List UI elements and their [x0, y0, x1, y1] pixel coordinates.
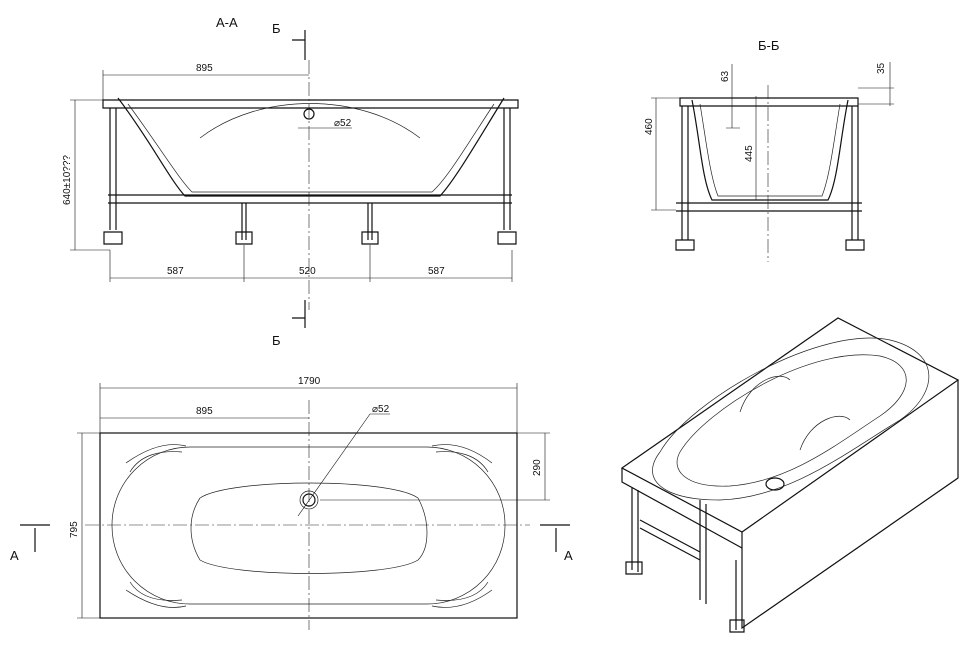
- section-arrow-a-right: [540, 524, 570, 552]
- tub-rim: [102, 99, 519, 109]
- iso-bowl-outer: [652, 337, 930, 501]
- armrest-arc: [199, 103, 421, 139]
- plan-view: ⌀52 1790 895 290 795 А А: [10, 376, 573, 630]
- dim-rim-drop: 63: [720, 70, 731, 82]
- iso-frame: [631, 488, 737, 630]
- dim-drain-diameter-plan: ⌀52: [372, 404, 390, 415]
- section-marker-a-right: А: [564, 548, 573, 563]
- isometric-view: [620, 317, 960, 633]
- dim-total-height: 460: [644, 118, 655, 135]
- section-arrow-a-left: [20, 524, 50, 552]
- adjustable-feet: [103, 231, 517, 245]
- dim-height-adjust: 640±10???: [62, 155, 73, 205]
- cut-line-b-bottom: [292, 300, 306, 328]
- dim-rim-thickness: 35: [876, 62, 887, 74]
- dim-leg-right: 587: [428, 266, 445, 277]
- section-bb-label: Б-Б: [758, 38, 779, 53]
- section-aa-label: А-А: [216, 15, 238, 30]
- center-lines-plan: [85, 400, 530, 630]
- frame-uprights-bb: [681, 106, 859, 240]
- drain-diameter-aa: ⌀52: [334, 118, 352, 129]
- section-bb-view: Б-Б 460 63 445 35: [644, 38, 894, 262]
- frame-mid-legs: [241, 203, 373, 240]
- dim-inner-depth: 445: [744, 145, 755, 162]
- dim-drain-offset: 290: [532, 459, 543, 476]
- section-marker-a-left: А: [10, 548, 19, 563]
- iso-feet: [625, 561, 745, 633]
- section-aa-view: А-А Б ⌀52 895 640±10??? 587 520 587: [62, 15, 519, 348]
- tub-outer-shell: [117, 97, 505, 197]
- cut-marker-b-top: Б: [272, 21, 281, 36]
- dim-plan-half-length: 895: [196, 406, 213, 417]
- dim-leg-mid: 520: [299, 266, 316, 277]
- dim-total-width: 795: [69, 521, 80, 538]
- cut-marker-b-bottom: Б: [272, 333, 281, 348]
- frame-uprights: [109, 108, 511, 230]
- frame-rail: [108, 194, 512, 204]
- dim-total-length: 1790: [298, 376, 321, 387]
- iso-top-rim: [620, 317, 960, 533]
- tub-outline-plan: [99, 432, 518, 619]
- tub-shell-bb: [691, 99, 849, 201]
- iso-bowl-inner: [676, 354, 907, 487]
- dim-half-length: 895: [196, 63, 213, 74]
- iso-drain: [765, 477, 785, 491]
- plan-armrests: [125, 444, 493, 608]
- feet-bb: [675, 239, 865, 251]
- iso-side-panel: [741, 380, 959, 630]
- cut-line-b-top: [292, 30, 306, 60]
- tub-inner-bowl: [111, 446, 506, 605]
- frame-rail-bb: [676, 202, 862, 212]
- tub-inner-shell: [127, 103, 495, 193]
- tub-rim-bb: [679, 97, 859, 107]
- dim-leg-left: 587: [167, 266, 184, 277]
